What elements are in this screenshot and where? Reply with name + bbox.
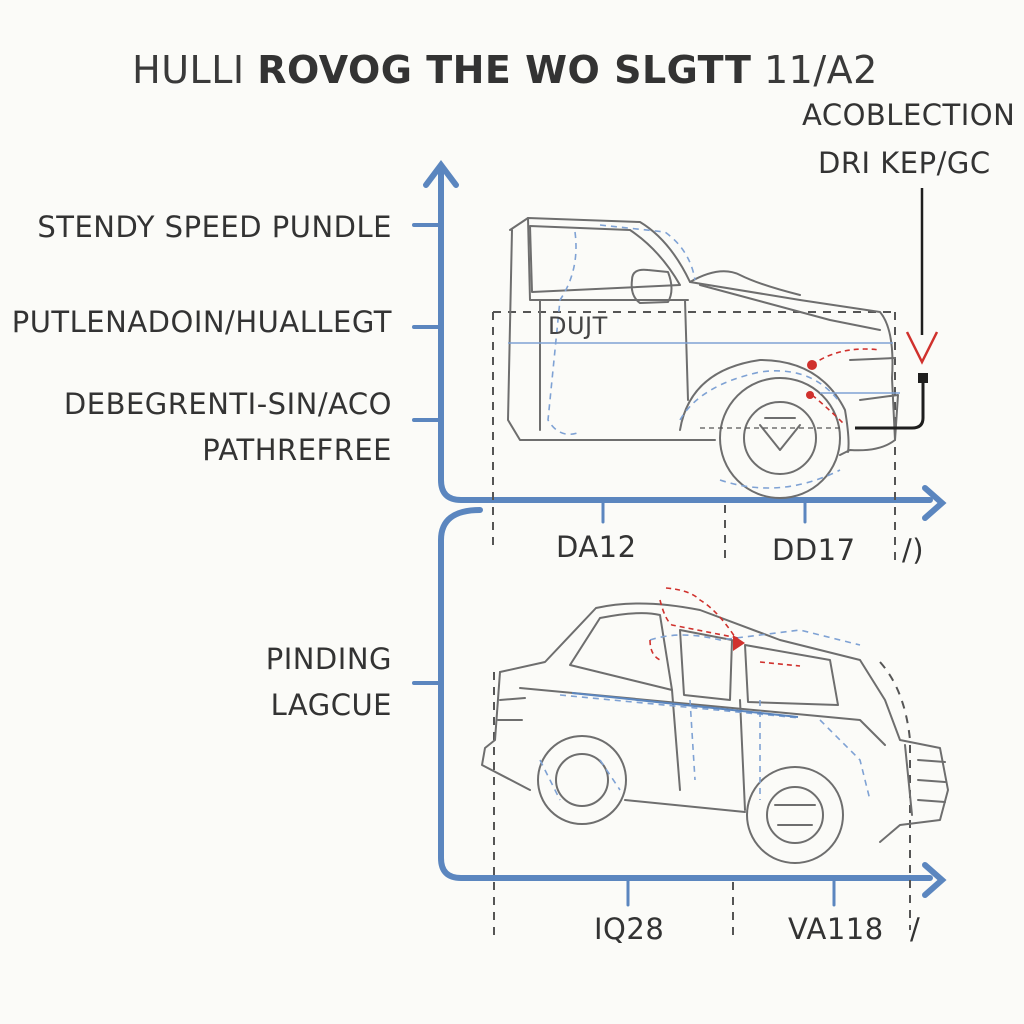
top-red-dot-2 bbox=[806, 391, 814, 399]
bottom-x-label-3: / bbox=[910, 912, 921, 946]
bottom-vehicle-sketch bbox=[481, 602, 949, 864]
top-x-label-3: /) bbox=[902, 533, 925, 567]
bottom-red-arrow bbox=[733, 635, 745, 651]
bottom-red-markers bbox=[649, 587, 801, 667]
top-red-markers bbox=[811, 348, 881, 426]
callout-label-line-2: DRI KEP/GC bbox=[818, 146, 991, 180]
title-part-3: 11/A2 bbox=[763, 48, 878, 92]
bottom-vehicle-blue-hints bbox=[539, 629, 871, 801]
top-x-label-1: DA12 bbox=[556, 530, 637, 564]
top-x-arrowhead bbox=[922, 485, 947, 521]
top-y-label-2: PUTLENADOIN/HUALLEGT bbox=[11, 305, 392, 339]
bottom-y-label-2: LAGCUE bbox=[270, 688, 392, 722]
bottom-x-label-2: VA118 bbox=[788, 912, 884, 946]
top-y-arrowhead bbox=[423, 160, 459, 188]
top-axes bbox=[412, 160, 947, 524]
top-guide-lines bbox=[492, 311, 896, 560]
top-red-dot-1 bbox=[807, 360, 817, 370]
diagram-title: HULLI ROVOG THE WO SLGTT 11/A2 bbox=[0, 48, 1010, 92]
top-vehicle-sketch bbox=[507, 217, 899, 499]
top-x-label-2: DD17 bbox=[772, 533, 856, 567]
bottom-x-label-1: IQ28 bbox=[594, 912, 665, 946]
vehicle-text: DUJT bbox=[548, 312, 608, 340]
bottom-reference-line bbox=[571, 692, 799, 718]
callout-label-line-1: ACOBLECTION bbox=[802, 98, 1016, 132]
bottom-axis-line bbox=[438, 507, 933, 881]
bottom-axes bbox=[412, 507, 947, 907]
callout-leader bbox=[855, 188, 939, 430]
bottom-x-arrowhead bbox=[922, 862, 947, 898]
title-part-2: ROVOG THE WO SLGTT bbox=[257, 48, 752, 92]
top-y-label-3: DEBEGRENTI-SIN/ACO bbox=[63, 387, 392, 421]
title-part-1: HULLI bbox=[132, 48, 245, 92]
top-axis-line bbox=[438, 169, 933, 503]
bottom-guide-lines bbox=[493, 661, 911, 940]
top-y-label-1: STENDY SPEED PUNDLE bbox=[37, 210, 392, 244]
top-vehicle-blue-hints bbox=[547, 224, 841, 489]
bottom-y-label-1: PINDING bbox=[265, 642, 392, 676]
top-y-label-4: PATHREFREE bbox=[202, 433, 392, 467]
